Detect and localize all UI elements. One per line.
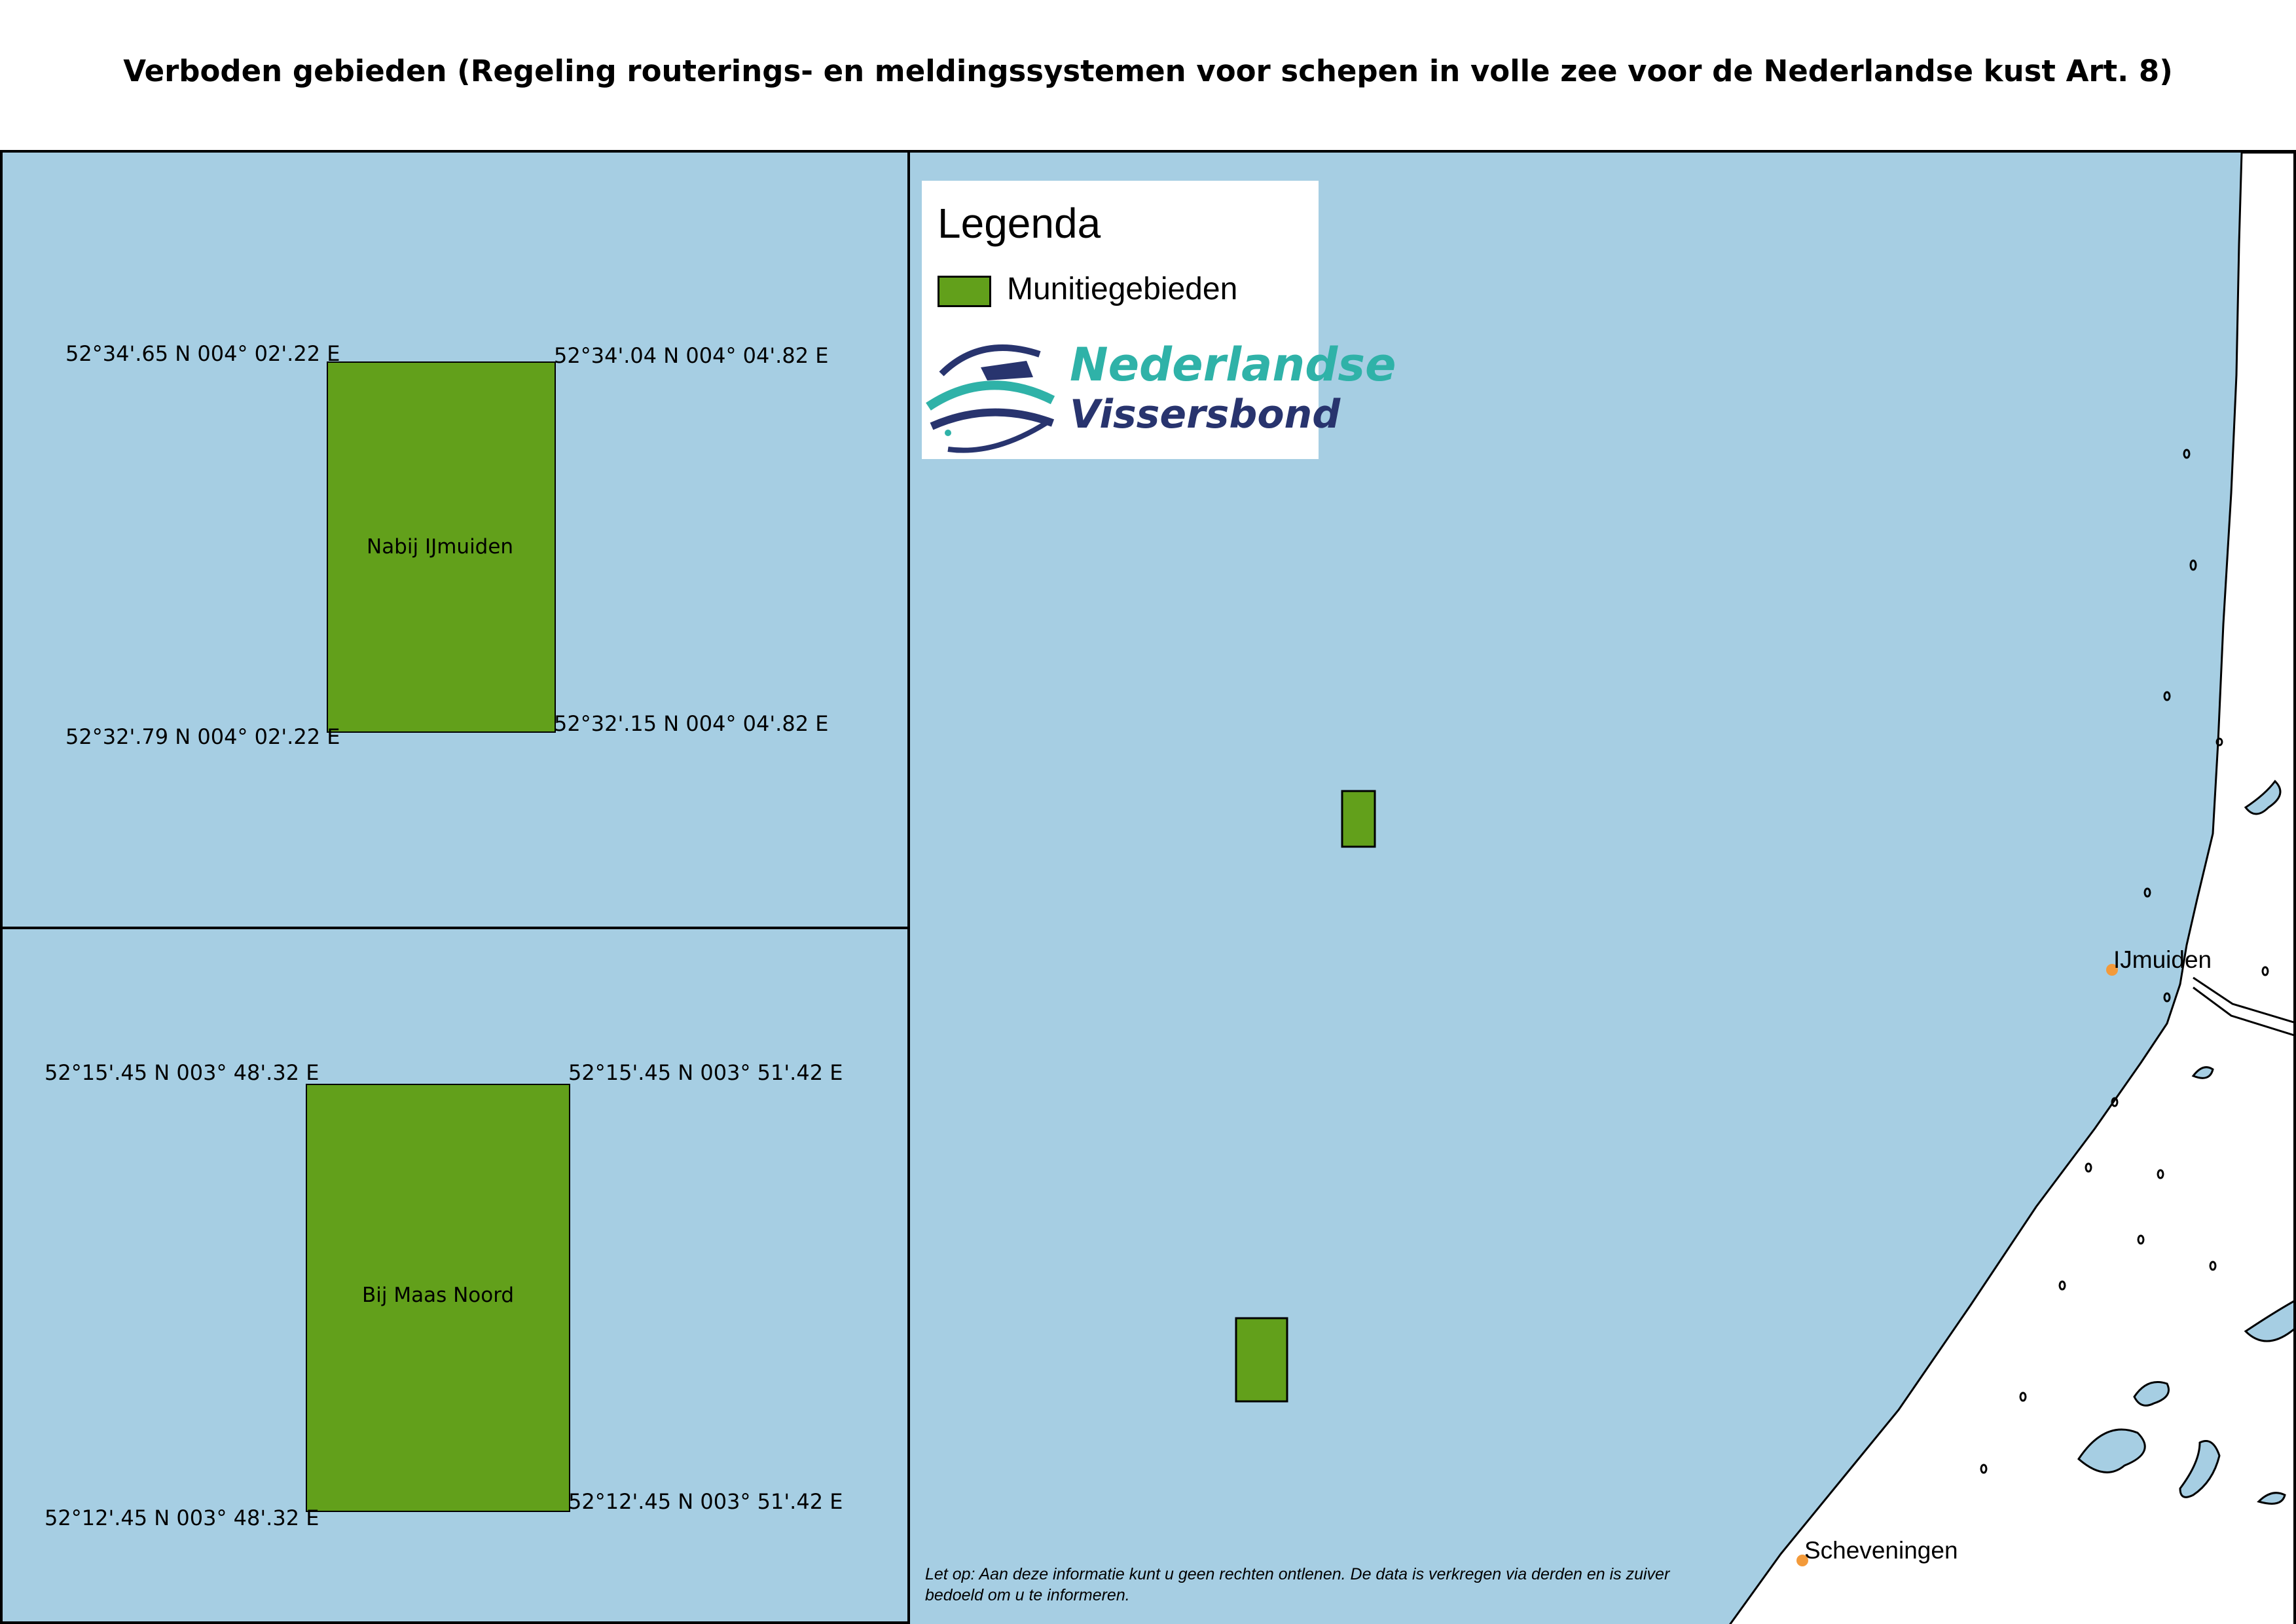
- disclaimer: Let op: Aan deze informatie kunt u geen …: [925, 1565, 1670, 1604]
- coord-bottom-left: 52°12'.45 N 003° 48'.32 E: [45, 1505, 319, 1530]
- coord-bottom-left: 52°32'.79 N 004° 02'.22 E: [65, 724, 340, 749]
- small-ponds: [1980, 449, 2269, 1474]
- zone-nabij-ijmuiden[interactable]: [327, 361, 556, 733]
- legend: Legenda Munitiegebieden Nederlandse Viss…: [922, 181, 1396, 459]
- place-label-scheveningen[interactable]: Scheveningen: [1804, 1537, 1958, 1564]
- legend-item-munitiegebieden: Munitiegebieden: [1007, 272, 1238, 306]
- inland-lakes: [2077, 779, 2293, 1505]
- zone-label-nabij-ijmuiden: Nabij IJmuiden: [367, 535, 514, 559]
- land-area: [1729, 153, 2293, 1624]
- zone-bij-maas-noord-main: [1235, 1317, 1288, 1403]
- inset-nabij-ijmuiden: Nabij IJmuiden 52°34'.65 N 004° 02'.22 E…: [0, 150, 910, 929]
- zone-bij-maas-noord[interactable]: [306, 1084, 570, 1512]
- place-label-ijmuiden[interactable]: IJmuiden: [2113, 946, 2212, 973]
- vissersbond-logo-icon: [926, 344, 1055, 453]
- coord-top-right: 52°15'.45 N 003° 51'.42 E: [568, 1060, 843, 1085]
- inset-bij-maas-noord: Bij Maas Noord 52°15'.45 N 003° 48'.32 E…: [0, 927, 910, 1624]
- legend-swatch-munitiegebieden: [938, 276, 991, 307]
- logo-text-vissersbond: Vissersbond: [1070, 392, 1341, 437]
- scheveningen-harbour-dot-icon: [1796, 1555, 1808, 1566]
- coastline-map: [1235, 153, 2293, 1624]
- coord-bottom-right: 52°12'.45 N 003° 51'.42 E: [568, 1489, 843, 1514]
- coord-top-left: 52°15'.45 N 003° 48'.32 E: [45, 1060, 319, 1085]
- map-title: Verboden gebieden (Regeling routerings- …: [123, 54, 2173, 88]
- coord-bottom-right: 52°32'.15 N 004° 04'.82 E: [554, 711, 829, 736]
- zone-nabij-ijmuiden-main: [1341, 790, 1376, 848]
- logo-text-nederlandse: Nederlandse: [1070, 338, 1396, 392]
- legend-title: Legenda: [938, 200, 1101, 247]
- coord-top-right: 52°34'.04 N 004° 04'.82 E: [554, 343, 829, 368]
- coord-top-left: 52°34'.65 N 004° 02'.22 E: [65, 341, 340, 366]
- harbour-channel: [2193, 976, 2293, 1037]
- zone-label-bij-maas-noord: Bij Maas Noord: [362, 1283, 515, 1307]
- ijmuiden-harbour-dot-icon: [2106, 964, 2118, 976]
